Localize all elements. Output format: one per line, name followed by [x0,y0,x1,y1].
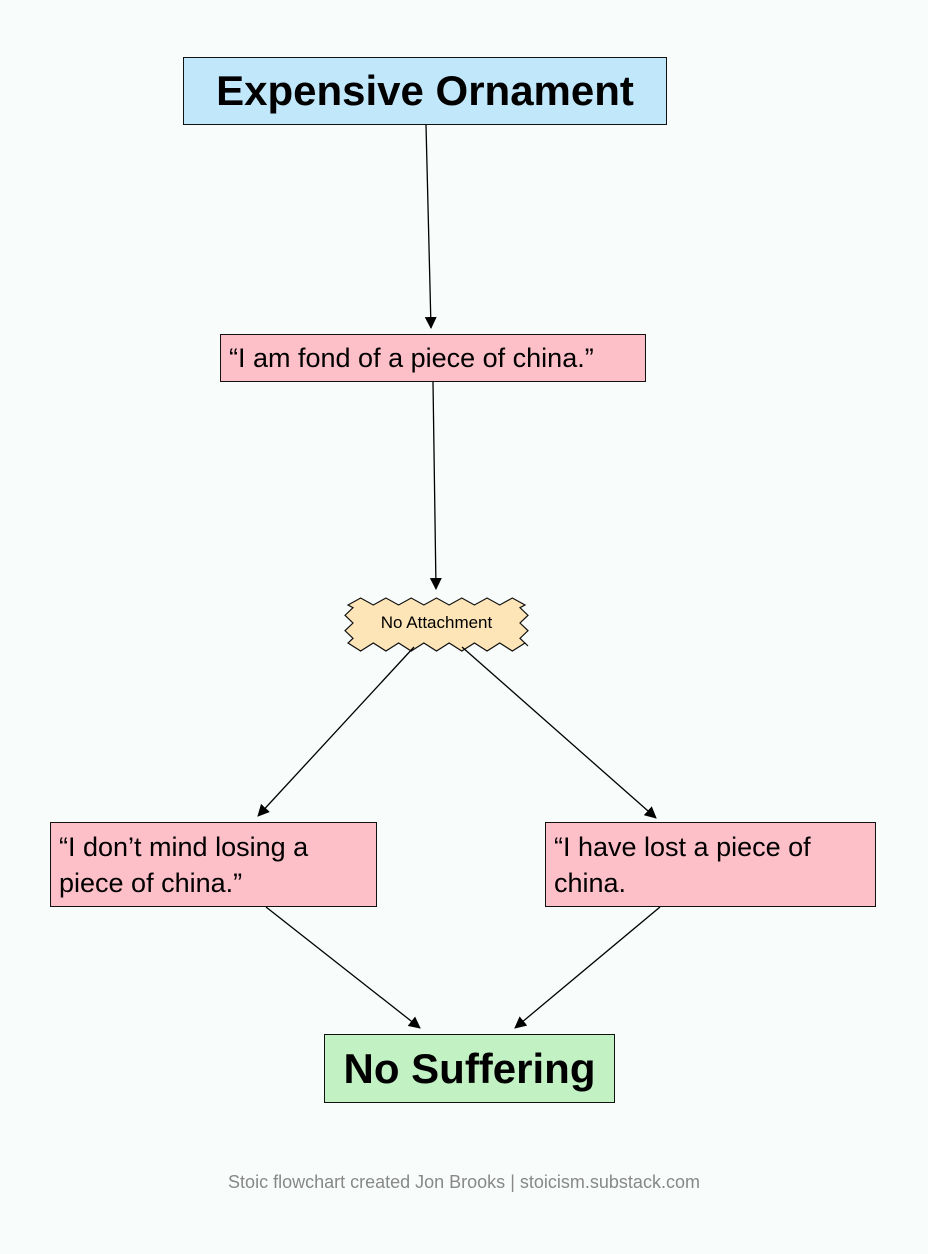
arrow-left-to-bottom [265,906,421,1029]
footer-site: stoicism.substack.com [519,1172,700,1192]
footer-text: Stoic flowchart created Jon Brooks [228,1172,506,1192]
node-no-attachment: No Attachment [348,598,525,647]
no-attachment-shape [344,597,529,652]
node-label: “I don’t mind losing a piece of china.” [59,832,309,898]
arrow-fond-to-attachment [429,381,442,590]
node-fond-of-china: “I am fond of a piece of china.” [220,334,646,382]
node-dont-mind-losing: “I don’t mind losing a piece of china.” [50,822,377,907]
arrow-right-to-bottom [514,906,661,1029]
node-label: “I have lost a piece of china. [554,832,811,898]
arrow-attachment-to-left [257,646,415,817]
footer-separator[interactable]: | [510,1172,515,1192]
node-label: “I am fond of a piece of china.” [229,343,594,373]
node-label: No Suffering [343,1044,596,1092]
node-label: No Attachment [380,612,493,632]
arrow-top-to-fond [424,124,437,329]
node-have-lost: “I have lost a piece of china. [545,822,876,907]
arrow-attachment-to-right [461,646,657,819]
node-expensive-ornament: Expensive Ornament [183,57,667,125]
footer-credit: Stoic flowchart created Jon Brooks | sto… [0,1172,928,1193]
node-no-suffering: No Suffering [324,1034,615,1103]
node-label: Expensive Ornament [216,67,634,114]
